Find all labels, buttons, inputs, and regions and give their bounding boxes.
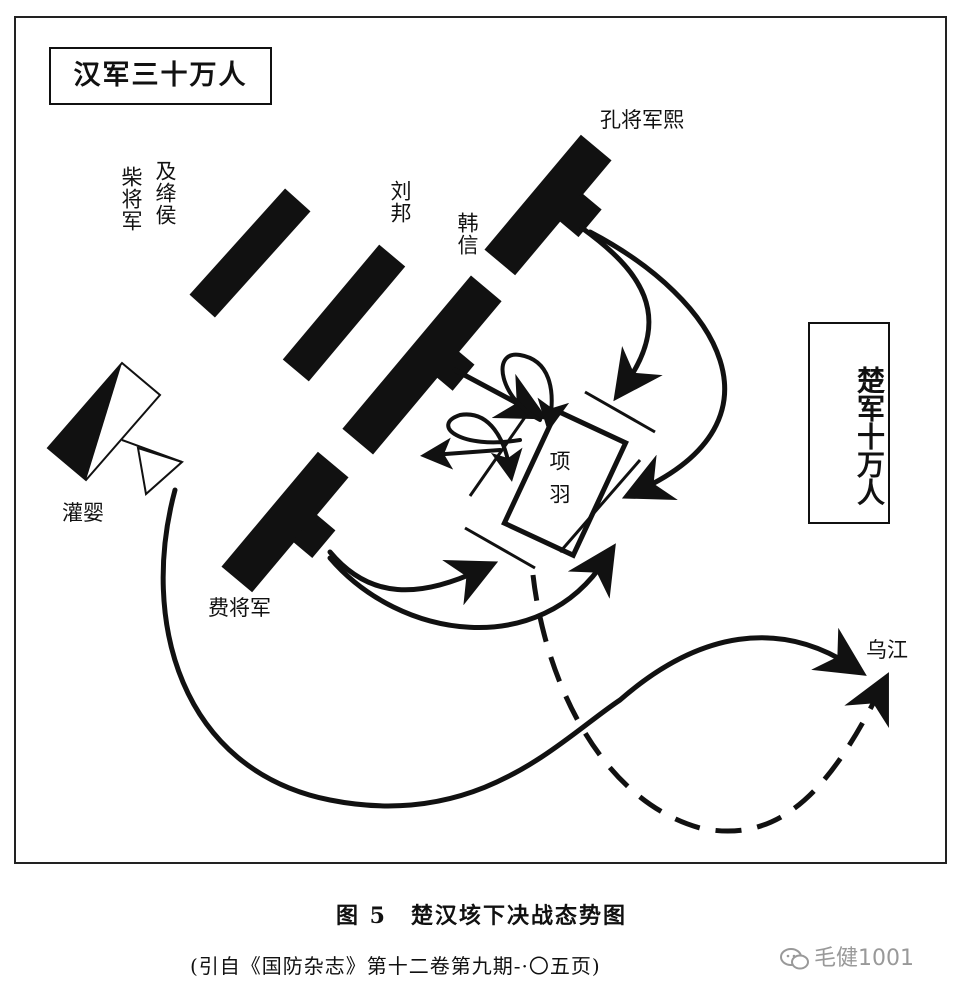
- xiang-yu-camp: [464, 390, 656, 570]
- wu-jiang-label: 乌江: [866, 638, 908, 662]
- guan-ying-pursuit-arrow: [160, 487, 867, 809]
- guan-ying-label: 灌婴: [62, 501, 104, 525]
- fei-flank-arrow-1: [327, 549, 499, 606]
- xiang-yu-label: 项羽: [547, 450, 571, 516]
- kong-army-block: [484, 134, 612, 276]
- liu-bang-label: 刘邦: [388, 180, 412, 224]
- chai-general-label: 柴将军: [119, 166, 143, 232]
- chu-army-label: 楚军十万人: [808, 322, 890, 524]
- kong-flank-arrow-1: [579, 225, 663, 402]
- liu-bang-block: [282, 244, 406, 382]
- han-xin-feint-loop-1: [500, 352, 570, 432]
- fei-army-block: [221, 451, 349, 593]
- fei-flank-arrow-2: [327, 543, 616, 630]
- figure-caption-title: 图 5 楚汉垓下决战态势图: [336, 903, 627, 929]
- watermark-text: 毛健1001: [814, 946, 914, 971]
- wechat-icon: [780, 948, 809, 970]
- han-xin-label: 韩信: [455, 212, 479, 256]
- fei-general-label: 费将军: [208, 596, 271, 620]
- kong-general-label: 孔将军熙: [600, 108, 684, 132]
- guan-ying-flag: [46, 361, 184, 496]
- figure-caption-source: (引自《国防杂志》第十二卷第九期-·〇五页): [190, 954, 601, 978]
- xiang-yu-retreat-route: [530, 574, 889, 834]
- retreat-arrow-left: [420, 437, 502, 470]
- jiang-hou-label: 及绛侯: [153, 160, 177, 226]
- watermark: 毛健1001: [780, 940, 914, 972]
- kong-flank-arrow-2: [587, 229, 728, 500]
- han-xin-feint-loop-2: [446, 412, 523, 482]
- han-army-label: 汉军三十万人: [49, 47, 272, 105]
- chai-army-block: [189, 188, 311, 318]
